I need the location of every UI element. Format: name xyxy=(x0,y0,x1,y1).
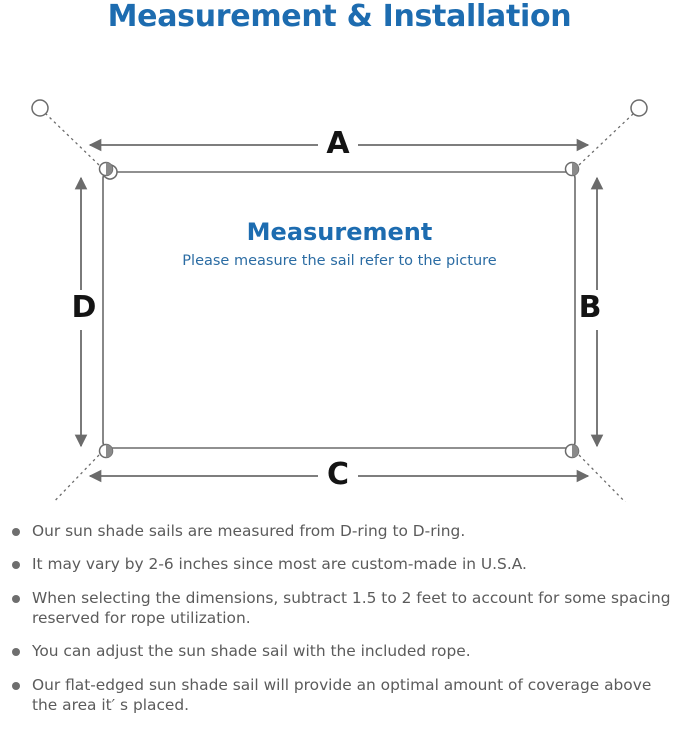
measurement-subtext: Please measure the sail refer to the pic… xyxy=(182,253,497,269)
rope-line-top-left xyxy=(45,113,100,166)
rope-line-bottom-left xyxy=(52,454,100,502)
d-ring-bottom-right-shade xyxy=(572,444,579,458)
list-item: You can adjust the sun shade sail with t… xyxy=(0,641,679,661)
dimension-label-d: D xyxy=(71,290,97,325)
dimension-label-c: C xyxy=(326,457,350,492)
bullet-icon xyxy=(12,594,20,603)
sail-rectangle xyxy=(102,171,576,449)
list-item: When selecting the dimensions, subtract … xyxy=(0,588,679,629)
bullet-icon xyxy=(12,561,20,570)
d-ring-top-left-shade xyxy=(106,162,113,176)
diagram-canvas xyxy=(31,99,648,502)
anchor-ring-top-right xyxy=(630,99,648,117)
page-title: Measurement & Installation xyxy=(107,0,572,34)
d-ring-bottom-left-shade xyxy=(106,444,113,458)
measurement-diagram: Measurement Please measure the sail refe… xyxy=(0,32,679,502)
dimension-label-b: B xyxy=(578,290,602,325)
note-text: Our sun shade sails are measured from D-… xyxy=(32,522,466,540)
rope-line-bottom-right xyxy=(578,454,627,502)
note-text: When selecting the dimensions, subtract … xyxy=(32,588,671,627)
bullet-icon xyxy=(12,528,20,536)
d-ring-top-right-shade xyxy=(572,162,579,176)
list-item: Our flat-edged sun shade sail will provi… xyxy=(0,675,679,716)
note-text: It may vary by 2-6 inches since most are… xyxy=(32,555,527,574)
list-item: It may vary by 2-6 inches since most are… xyxy=(0,554,679,574)
rope-line-top-right xyxy=(578,113,634,166)
bullet-icon xyxy=(12,681,20,690)
measurement-heading: Measurement xyxy=(246,218,433,246)
list-item: Our sun shade sails are measured from D-… xyxy=(0,521,679,541)
dimension-label-a: A xyxy=(326,126,350,161)
notes-list: Our sun shade sails are measured from D-… xyxy=(0,521,679,728)
anchor-ring-top-left xyxy=(31,99,49,117)
bullet-icon xyxy=(12,648,20,657)
note-text: You can adjust the sun shade sail with t… xyxy=(32,642,471,661)
note-text: Our flat-edged sun shade sail will provi… xyxy=(32,675,652,714)
